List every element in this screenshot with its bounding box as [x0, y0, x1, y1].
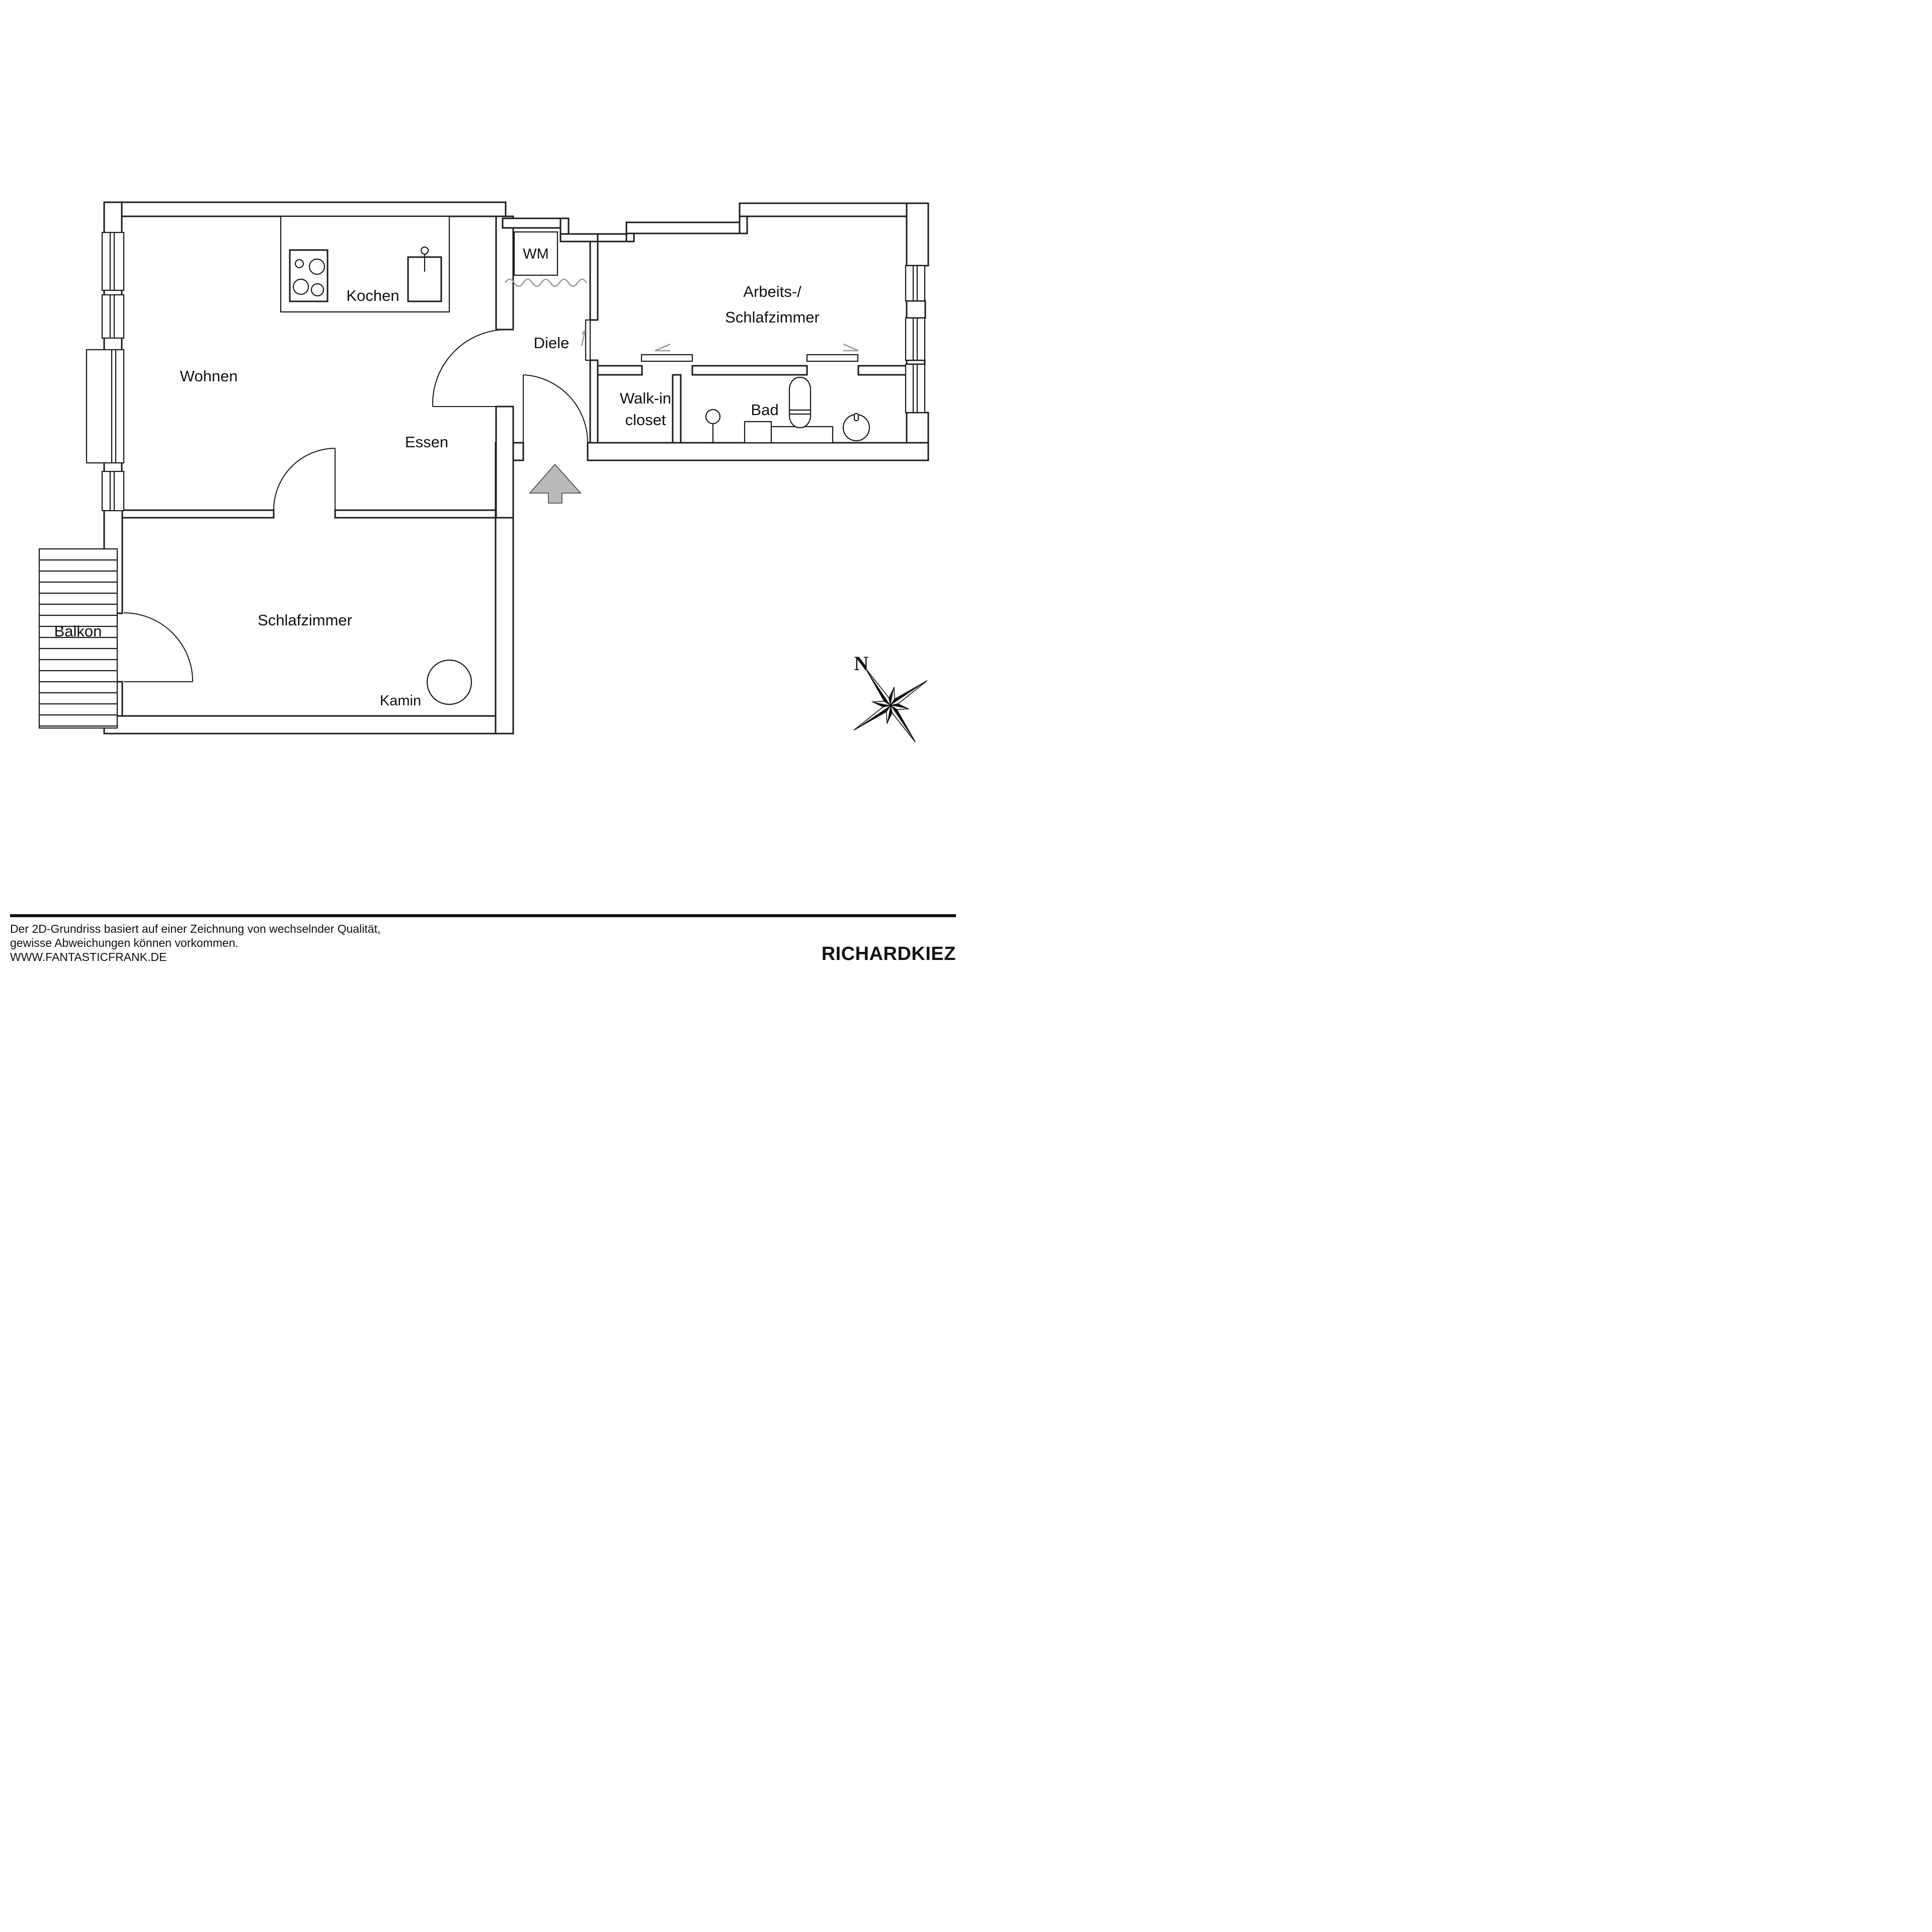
toilet-icon [788, 376, 812, 429]
toilet-platform [770, 426, 834, 444]
windows [86, 231, 926, 512]
footer: Der 2D-Grundriss basiert auf einer Zeich… [10, 914, 956, 964]
window-right-2 [905, 317, 926, 361]
wall-schlafzimmer-bottom [103, 715, 514, 735]
wall-right-window-divider [906, 359, 926, 365]
doors [123, 319, 859, 682]
bath-round-sink-icon [842, 413, 870, 442]
wall-south-segment-3 [857, 365, 908, 376]
label-walkin-line1: Walk-in [620, 389, 671, 407]
label-walkin-line2: closet [625, 411, 666, 429]
wall-wm-niche-top [502, 217, 570, 229]
label-bad: Bad [751, 401, 778, 419]
sliding-door-bad [806, 354, 859, 362]
floorplan-page: Wohnen Kochen Essen Diele Schlafzimmer B… [0, 0, 966, 966]
washing-machine [513, 231, 558, 276]
wall-essen-schlafzimmer-left [105, 509, 275, 519]
door-balcony [123, 612, 193, 682]
door-entry [523, 374, 589, 443]
wall-diele-east-upper [589, 240, 599, 321]
footer-website: WWW.FANTASTICFRANK.DE [10, 950, 167, 963]
stove-icon [289, 249, 329, 302]
window-left-3 [101, 470, 125, 512]
window-bay [86, 349, 125, 464]
footer-divider [10, 914, 956, 917]
wall-wing-bottom-left [512, 442, 524, 461]
wall-right-top-block [906, 202, 929, 267]
bath-wall-sink-icon [705, 409, 721, 443]
wall-essen-diele-lower [495, 406, 514, 519]
label-kochen: Kochen [346, 287, 399, 304]
label-wm: WM [523, 246, 549, 262]
label-diele: Diele [534, 334, 570, 352]
pocket-door-arrow-icon [581, 330, 586, 347]
wall-niche-step [559, 233, 599, 243]
compass-rose-icon: N [853, 652, 928, 743]
pocket-door-diele [585, 319, 591, 361]
balcony-deck [38, 548, 118, 729]
disclaimer-line2: gewisse Abweichungen können vorkommen. [10, 936, 238, 949]
sliding-door-closet [640, 354, 693, 362]
wall-arb-top-left [625, 221, 748, 234]
label-arbeits-line2: Schlafzimmer [725, 308, 820, 326]
slide-arrow-left-icon [655, 343, 671, 352]
disclaimer-line1: Der 2D-Grundriss basiert auf einer Zeich… [10, 922, 380, 935]
wall-south-segment-2 [691, 365, 808, 376]
floorplan-canvas: Wohnen Kochen Essen Diele Schlafzimmer B… [10, 201, 956, 964]
brand-logo: RICHARDKIEZ [822, 943, 956, 964]
door-kochen-diele [432, 329, 505, 407]
bath-step [744, 421, 772, 444]
entrance-arrow-icon [529, 463, 582, 504]
slide-arrow-right-icon [843, 343, 859, 352]
kitchen-sink-icon [407, 246, 442, 302]
wall-top-left-wing [103, 201, 507, 217]
label-essen: Essen [405, 433, 448, 451]
fireplace-icon [426, 659, 472, 705]
wall-south-segment-1 [597, 365, 643, 376]
door-essen-schlafzimmer [273, 448, 336, 511]
label-balkon: Balkon [54, 622, 102, 640]
room-labels: Wohnen Kochen Essen Diele Schlafzimmer B… [54, 246, 820, 709]
wall-closet-bad-divider [672, 374, 682, 444]
window-left-1 [101, 231, 125, 291]
label-schlafzimmer: Schlafzimmer [258, 611, 352, 629]
compass-north-label: N [854, 652, 869, 675]
wall-wing-bottom-right [587, 442, 929, 461]
window-right-3 [905, 363, 926, 414]
label-wohnen: Wohnen [180, 367, 238, 385]
wall-diele-east-lower [589, 359, 599, 444]
label-arbeits-line1: Arbeits-/ [743, 283, 801, 300]
window-left-2 [101, 294, 125, 339]
wall-essen-schlafzimmer-right [334, 509, 497, 519]
fixtures [38, 215, 870, 729]
curtain-squiggle-icon [504, 278, 588, 287]
wall-kochen-diele-upper [495, 215, 514, 331]
walls [103, 201, 929, 735]
wall-arb-top-right [739, 202, 929, 217]
window-right-1 [905, 265, 926, 302]
wall-right-window-pillar [906, 300, 926, 319]
label-kamin: Kamin [380, 693, 421, 709]
